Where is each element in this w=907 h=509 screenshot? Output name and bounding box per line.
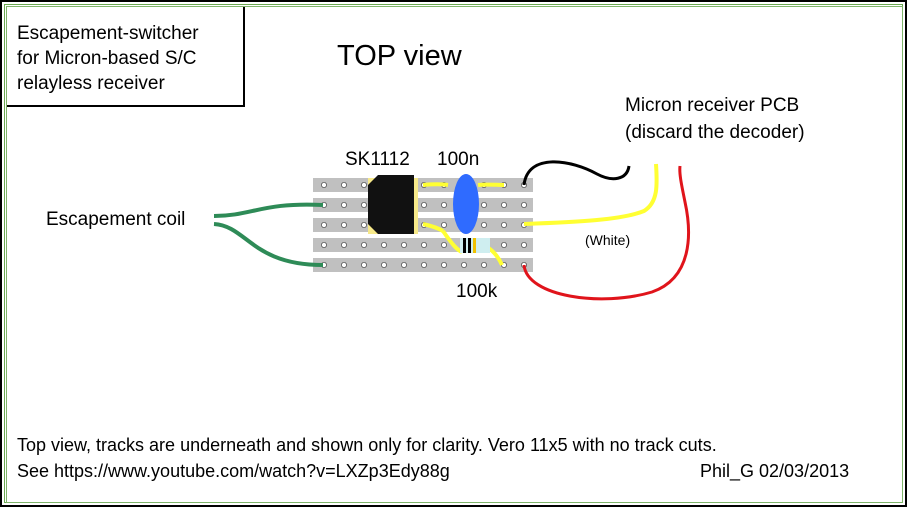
black-wire bbox=[524, 162, 629, 185]
vero-hole bbox=[381, 242, 386, 247]
vero-hole bbox=[481, 262, 486, 267]
vero-hole bbox=[361, 262, 366, 267]
vero-hole bbox=[381, 262, 386, 267]
vero-hole bbox=[441, 222, 446, 227]
vero-hole bbox=[421, 262, 426, 267]
vero-hole bbox=[501, 222, 506, 227]
vero-hole bbox=[501, 202, 506, 207]
vero-hole bbox=[341, 242, 346, 247]
vero-hole bbox=[341, 262, 346, 267]
vero-hole bbox=[361, 242, 366, 247]
coil-wire-top bbox=[214, 205, 323, 216]
vero-hole bbox=[321, 242, 326, 247]
link-cap-left bbox=[423, 184, 448, 185]
vero-hole bbox=[401, 242, 406, 247]
vero-hole bbox=[441, 242, 446, 247]
capacitor-100n bbox=[453, 174, 479, 234]
vero-hole bbox=[361, 182, 366, 187]
vero-hole bbox=[341, 202, 346, 207]
vero-hole bbox=[461, 262, 466, 267]
resistor-100k bbox=[460, 238, 490, 253]
vero-hole bbox=[501, 242, 506, 247]
vero-hole bbox=[481, 202, 486, 207]
vero-hole bbox=[421, 202, 426, 207]
vero-hole bbox=[321, 182, 326, 187]
vero-hole bbox=[341, 222, 346, 227]
vero-hole bbox=[341, 182, 346, 187]
vero-hole bbox=[321, 222, 326, 227]
coil-wire-bottom bbox=[214, 224, 323, 265]
vero-hole bbox=[421, 242, 426, 247]
red-wire bbox=[524, 166, 689, 299]
vero-hole bbox=[521, 242, 526, 247]
ic-body bbox=[368, 175, 414, 234]
vero-hole bbox=[441, 202, 446, 207]
white-wire bbox=[524, 164, 657, 224]
vero-hole bbox=[361, 222, 366, 227]
vero-hole bbox=[521, 202, 526, 207]
vero-hole bbox=[401, 262, 406, 267]
vero-hole bbox=[441, 262, 446, 267]
vero-hole bbox=[481, 222, 486, 227]
vero-hole bbox=[361, 202, 366, 207]
